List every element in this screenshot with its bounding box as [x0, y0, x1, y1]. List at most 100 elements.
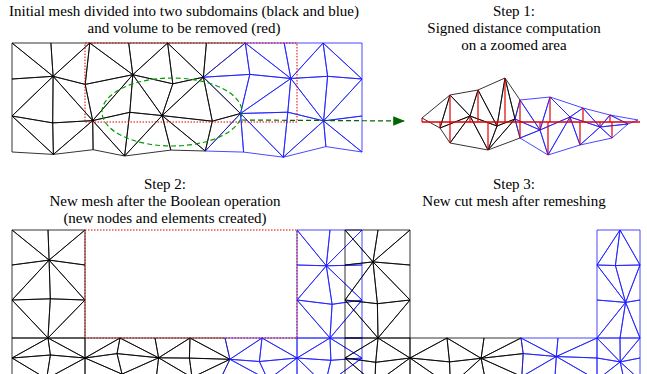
distance-line	[449, 95, 450, 122]
mesh-element	[297, 338, 331, 360]
mesh-element	[284, 43, 323, 79]
mesh-element	[324, 76, 362, 121]
mesh-element	[12, 260, 50, 300]
mesh-element	[245, 43, 290, 79]
mesh-element	[12, 358, 47, 374]
zoom-region	[102, 78, 242, 146]
mesh-element	[48, 299, 85, 338]
mesh-element	[556, 338, 597, 358]
mesh-element	[505, 78, 520, 119]
mesh-element	[497, 78, 515, 126]
step-heading: Step 3:	[454, 176, 574, 193]
mesh-element	[122, 358, 159, 374]
mesh-element	[259, 338, 297, 362]
caption: New mesh after the Boolean operation (ne…	[43, 193, 288, 227]
mesh-element	[259, 358, 297, 374]
mesh-element	[597, 230, 620, 266]
mesh-element	[597, 302, 626, 338]
mesh-element	[451, 358, 486, 374]
mesh-element	[583, 108, 610, 127]
step-heading: Step 1:	[454, 3, 574, 20]
distance-line	[539, 122, 540, 130]
distance-line	[439, 122, 440, 128]
mesh-element	[205, 114, 243, 153]
removal-volume	[85, 230, 297, 338]
mesh-element	[597, 300, 626, 338]
mesh-element	[49, 260, 85, 300]
mesh-element	[85, 43, 133, 84]
mesh-element	[49, 260, 85, 300]
mesh-element	[117, 354, 159, 374]
mesh-element	[378, 300, 410, 338]
mesh-element	[12, 230, 49, 265]
caption: New cut mesh after remeshing	[374, 193, 647, 210]
mesh-element	[548, 117, 580, 155]
distance-line	[477, 90, 478, 122]
distance-line	[487, 122, 488, 150]
mesh-element	[326, 230, 362, 266]
distance-line	[449, 122, 450, 143]
mesh-element	[325, 358, 362, 374]
mesh-element	[297, 358, 325, 374]
zoom-arrow	[242, 120, 404, 121]
mesh-element	[488, 119, 520, 150]
mesh-element	[297, 300, 332, 338]
distance-line	[547, 122, 548, 155]
mesh-element	[326, 266, 362, 305]
mesh-element	[245, 43, 290, 79]
mesh-element	[133, 75, 173, 116]
mesh-element	[241, 79, 291, 114]
mesh-element	[620, 358, 640, 374]
mesh-element	[12, 299, 50, 338]
distance-line	[599, 122, 600, 127]
distance-line	[519, 100, 520, 122]
mesh-element	[481, 358, 522, 374]
mesh-element	[373, 230, 410, 265]
mesh-element	[225, 338, 262, 359]
mesh-element	[297, 230, 326, 266]
mesh-element	[117, 338, 159, 358]
mesh-element	[85, 338, 120, 358]
mesh-element	[297, 358, 331, 374]
distance-line	[469, 116, 470, 122]
distance-line	[496, 122, 497, 126]
mesh-element	[615, 230, 640, 266]
caption: Signed distance computation on a zoomed …	[423, 20, 605, 54]
mesh-element	[550, 97, 583, 117]
mesh-element	[615, 265, 640, 302]
mesh-element	[12, 300, 48, 338]
mesh-element	[47, 358, 85, 374]
mesh-element	[345, 300, 378, 338]
distance-line	[421, 118, 422, 122]
mesh-element	[345, 358, 375, 374]
distance-line	[611, 122, 612, 138]
mesh-element	[85, 338, 120, 358]
mesh-element	[203, 77, 240, 121]
mesh-element	[597, 230, 620, 265]
mesh-element	[373, 262, 410, 304]
mesh-element	[12, 338, 50, 358]
distance-line	[569, 117, 570, 122]
mesh-element	[481, 338, 523, 358]
mesh-element	[12, 43, 53, 79]
mesh-element	[190, 338, 230, 359]
mesh-element	[375, 358, 410, 374]
mesh-element	[323, 43, 362, 79]
mesh-element	[422, 95, 450, 128]
mesh-element	[345, 300, 378, 338]
mesh-element	[626, 265, 640, 302]
mesh-element	[203, 43, 249, 77]
mesh-element	[324, 79, 362, 121]
mesh-element	[330, 300, 362, 338]
mesh-element	[324, 116, 362, 152]
mesh-element	[12, 76, 53, 123]
initial-mesh	[12, 43, 362, 157]
mesh-element	[440, 116, 470, 143]
mesh-element	[410, 358, 451, 374]
mesh-element	[297, 230, 330, 266]
mesh-element	[283, 121, 326, 157]
mesh-element	[597, 358, 620, 374]
mesh-element	[520, 97, 550, 130]
mesh-element	[93, 75, 133, 121]
